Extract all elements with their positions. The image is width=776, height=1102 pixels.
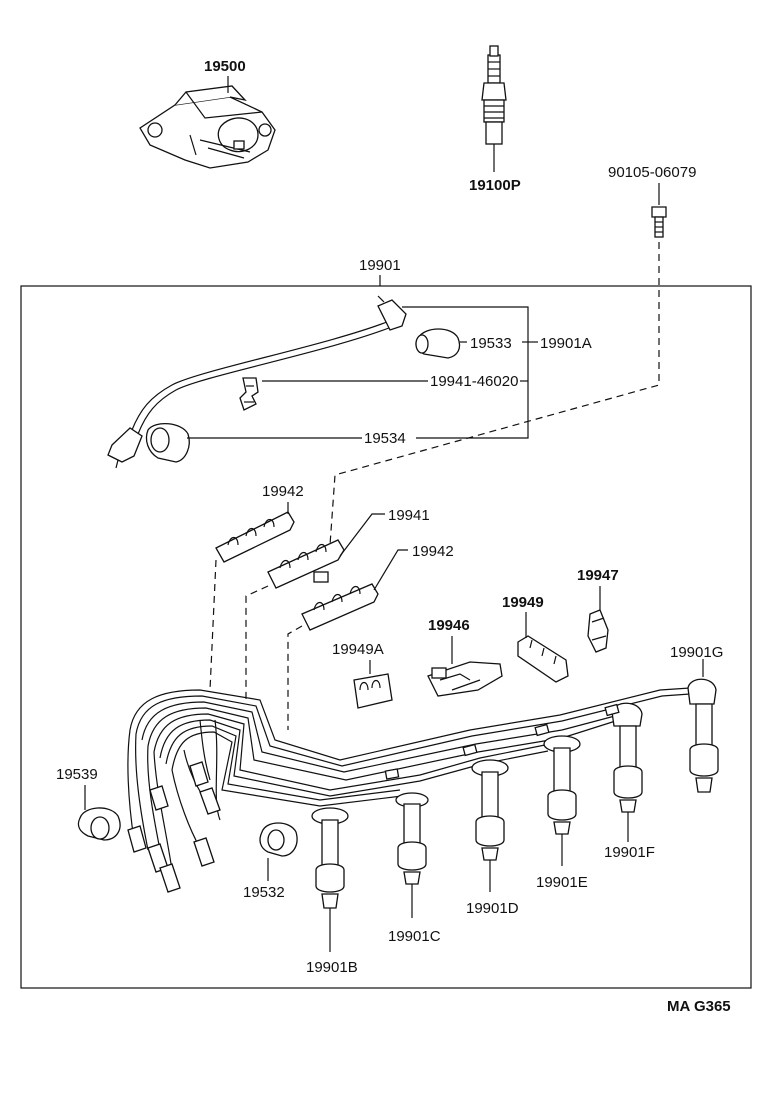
label-bolt: 90105-06079 <box>608 164 696 181</box>
clamp-19941-46020[interactable] <box>239 377 259 411</box>
label-clamp-1: 19942 <box>262 483 304 500</box>
bolt-dash-line <box>329 242 660 546</box>
spark-plug[interactable] <box>481 45 507 150</box>
boot-19532[interactable] <box>259 822 298 857</box>
label-cord-a: 19901A <box>540 335 592 352</box>
clamp-19942-upper[interactable] <box>215 511 295 563</box>
label-cord-d: 19901D <box>466 900 519 917</box>
clamp-dash-line <box>209 559 217 691</box>
plug-cord-19901b[interactable] <box>311 807 349 909</box>
label-holder-49a: 19949A <box>332 641 384 658</box>
clamp-dash-line <box>245 585 269 700</box>
label-holder-47: 19947 <box>577 567 619 584</box>
label-cord-f: 19901F <box>604 844 655 861</box>
holder-19949[interactable] <box>517 635 569 683</box>
label-cord-set: 19901 <box>359 257 401 274</box>
boot-19533[interactable] <box>415 328 461 359</box>
diagram-code: MA G365 <box>667 998 731 1015</box>
boot-19539[interactable] <box>77 807 121 841</box>
holder-19947[interactable] <box>587 609 609 653</box>
label-holder-46: 19946 <box>428 617 470 634</box>
plug-cord-19901f[interactable] <box>611 702 643 813</box>
label-boot-539: 19539 <box>56 766 98 783</box>
label-coil: 19500 <box>204 58 246 75</box>
clamp-19941[interactable] <box>267 539 345 589</box>
cord-set-frame <box>20 285 752 989</box>
cord-a-bracket <box>402 306 529 439</box>
label-boot-b: 19534 <box>364 430 406 447</box>
clamp-19942-lower[interactable] <box>301 583 379 631</box>
holder-19949a[interactable] <box>353 673 393 709</box>
leader-line <box>339 513 385 557</box>
label-boot-532: 19532 <box>243 884 285 901</box>
label-cord-e: 19901E <box>536 874 588 891</box>
label-plug: 19100P <box>469 177 521 194</box>
label-cord-c: 19901C <box>388 928 441 945</box>
terminal-left-a <box>127 761 221 893</box>
holder-19946[interactable] <box>427 661 503 697</box>
clamp-dash-line <box>287 625 303 730</box>
coil-cord[interactable] <box>107 295 407 469</box>
label-holder-49: 19949 <box>502 594 544 611</box>
plug-cord-19901g[interactable] <box>687 678 719 793</box>
harness-connectors <box>384 703 620 780</box>
boot-19534[interactable] <box>145 423 190 463</box>
label-clamp-2: 19941 <box>388 507 430 524</box>
label-cord-b: 19901B <box>306 959 358 976</box>
plug-cord-19901e[interactable] <box>543 735 581 835</box>
plug-cord-19901c[interactable] <box>395 792 429 885</box>
plug-cord-19901d[interactable] <box>471 759 509 861</box>
label-cord-g: 19901G <box>670 644 723 661</box>
label-clamp-a: 19941-46020 <box>430 373 518 390</box>
bolt[interactable] <box>651 206 667 238</box>
label-clamp-3: 19942 <box>412 543 454 560</box>
label-boot-a: 19533 <box>470 335 512 352</box>
ignition-coil[interactable] <box>139 85 276 169</box>
cord-harness <box>127 687 691 871</box>
leader-line <box>373 549 408 591</box>
